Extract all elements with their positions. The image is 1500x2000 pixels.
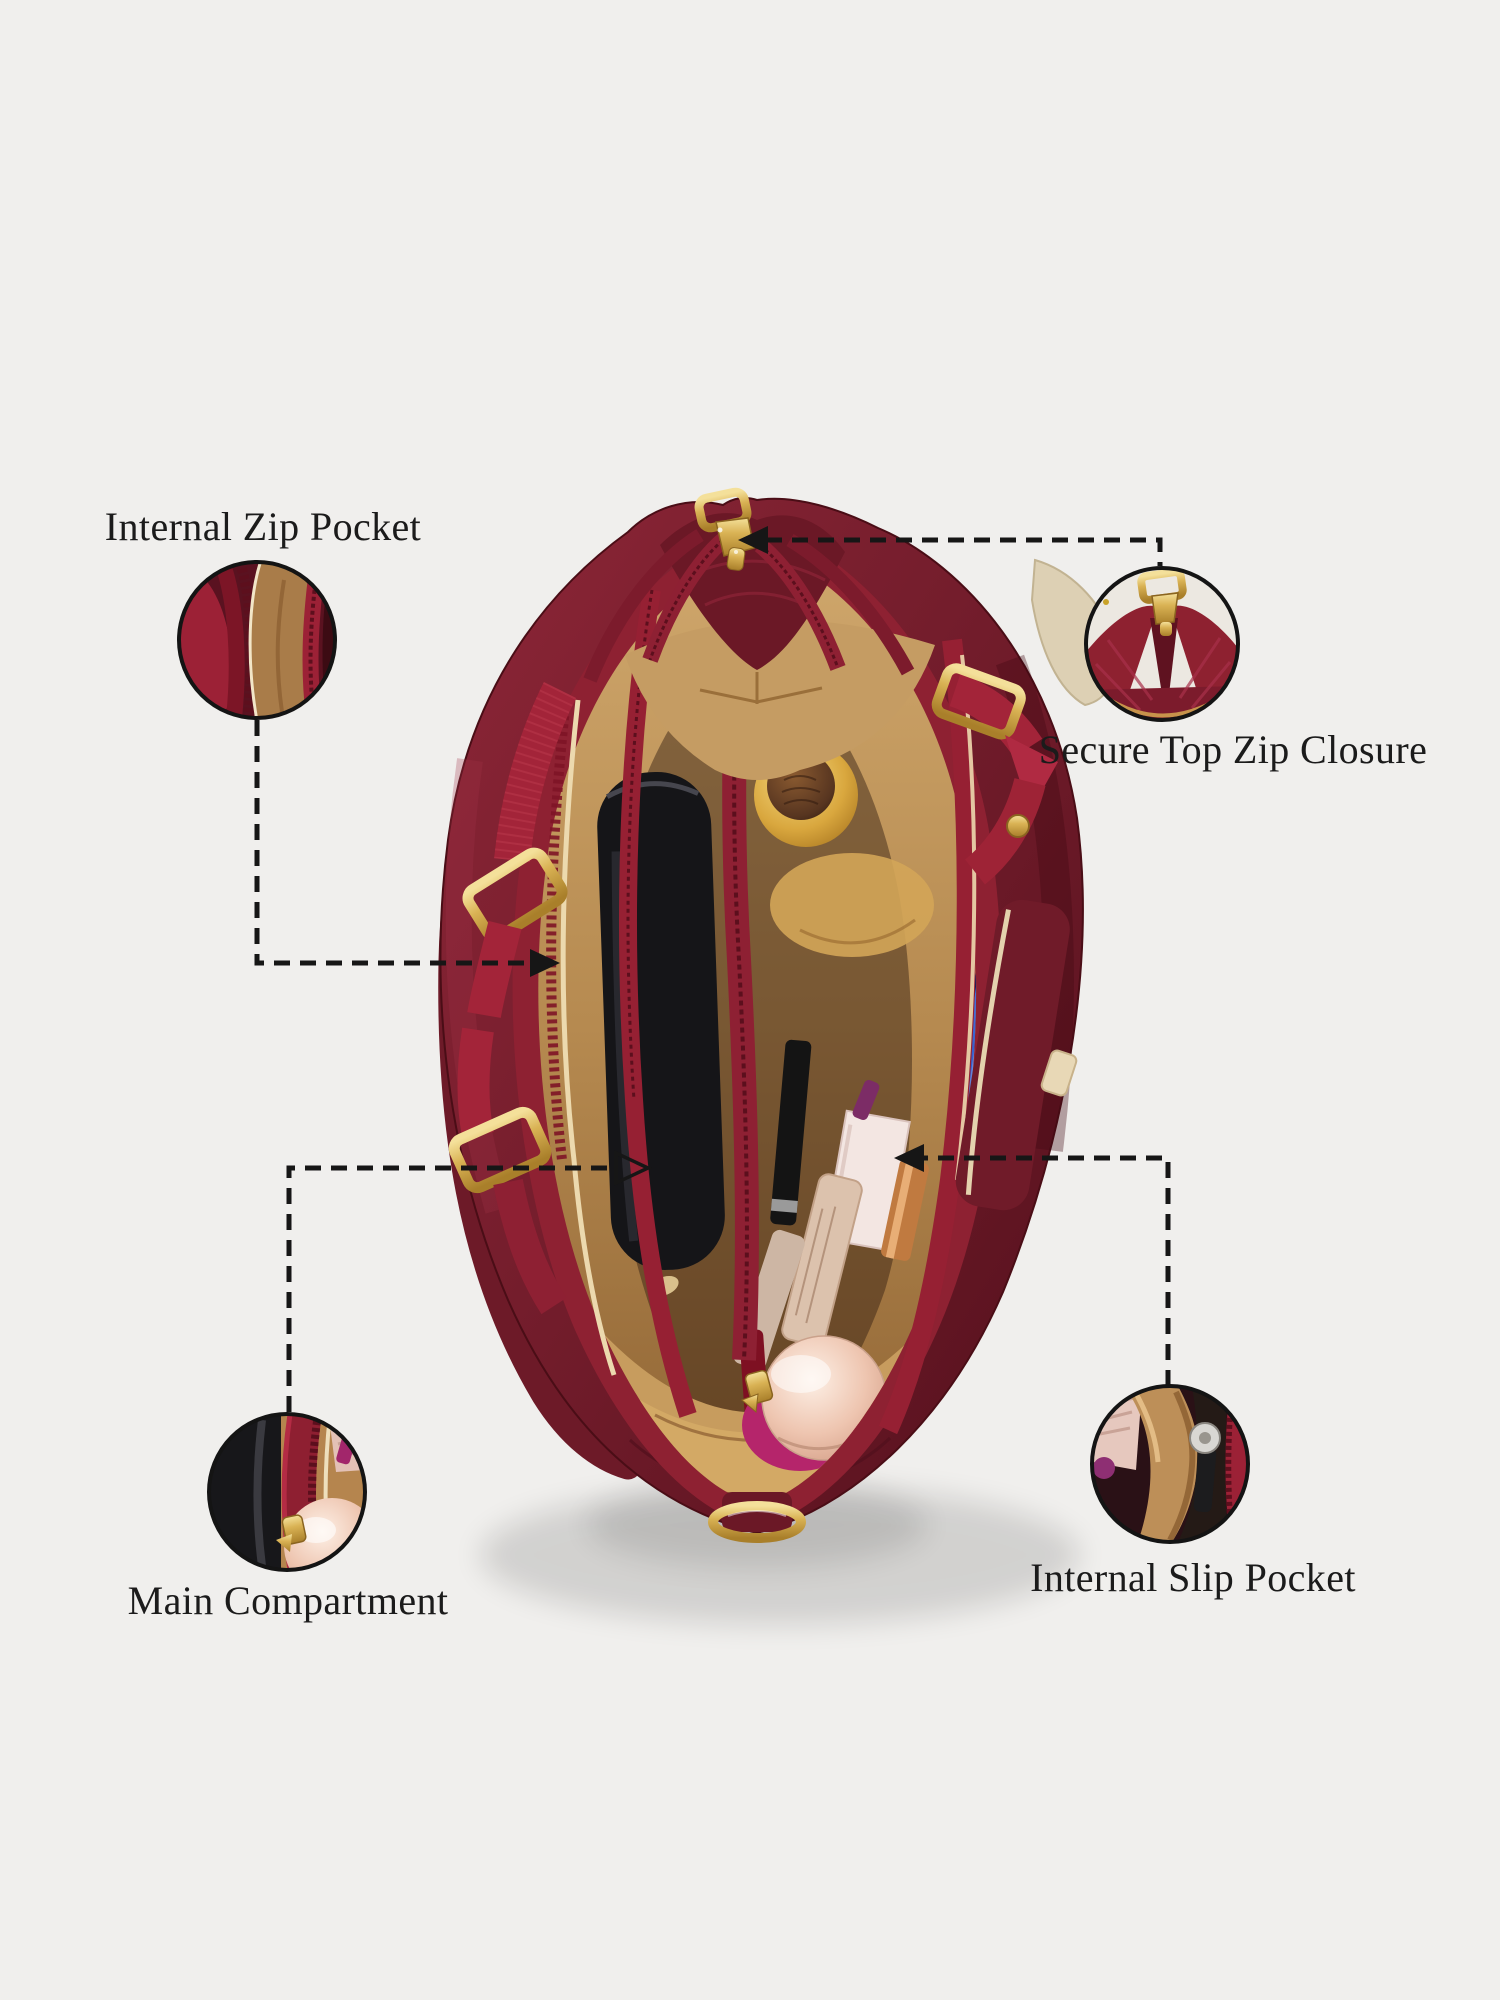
callout-label-internal-zip-pocket: Internal Zip Pocket — [104, 504, 422, 549]
callout-label-secure-top-zip-closure: Secure Top Zip Closure — [1038, 727, 1428, 772]
left-buckle-straps — [448, 681, 577, 1315]
inset-gold-pull — [1137, 568, 1187, 636]
inset-secure-top-zip-closure — [1084, 566, 1240, 722]
connector-internal-zip-pocket — [254, 720, 560, 977]
bottom-gold-ring — [708, 1492, 806, 1543]
callout-label-internal-slip-pocket: Internal Slip Pocket — [1030, 1555, 1356, 1600]
connector-internal-slip-pocket — [894, 1144, 1171, 1386]
gold-zip-pull — [694, 487, 755, 571]
callout-connectors — [254, 526, 1171, 1412]
inset-internal-slip-pocket — [1090, 1384, 1250, 1544]
callout-label-main-compartment: Main Compartment — [127, 1578, 449, 1623]
connector-main-compartment — [286, 1150, 653, 1412]
wallet — [597, 771, 725, 1297]
inset-internal-zip-pocket — [177, 560, 337, 720]
inset-main-compartment — [207, 1412, 367, 1572]
top-zip-area — [583, 487, 935, 780]
connector-secure-top-zip-closure — [738, 526, 1163, 566]
